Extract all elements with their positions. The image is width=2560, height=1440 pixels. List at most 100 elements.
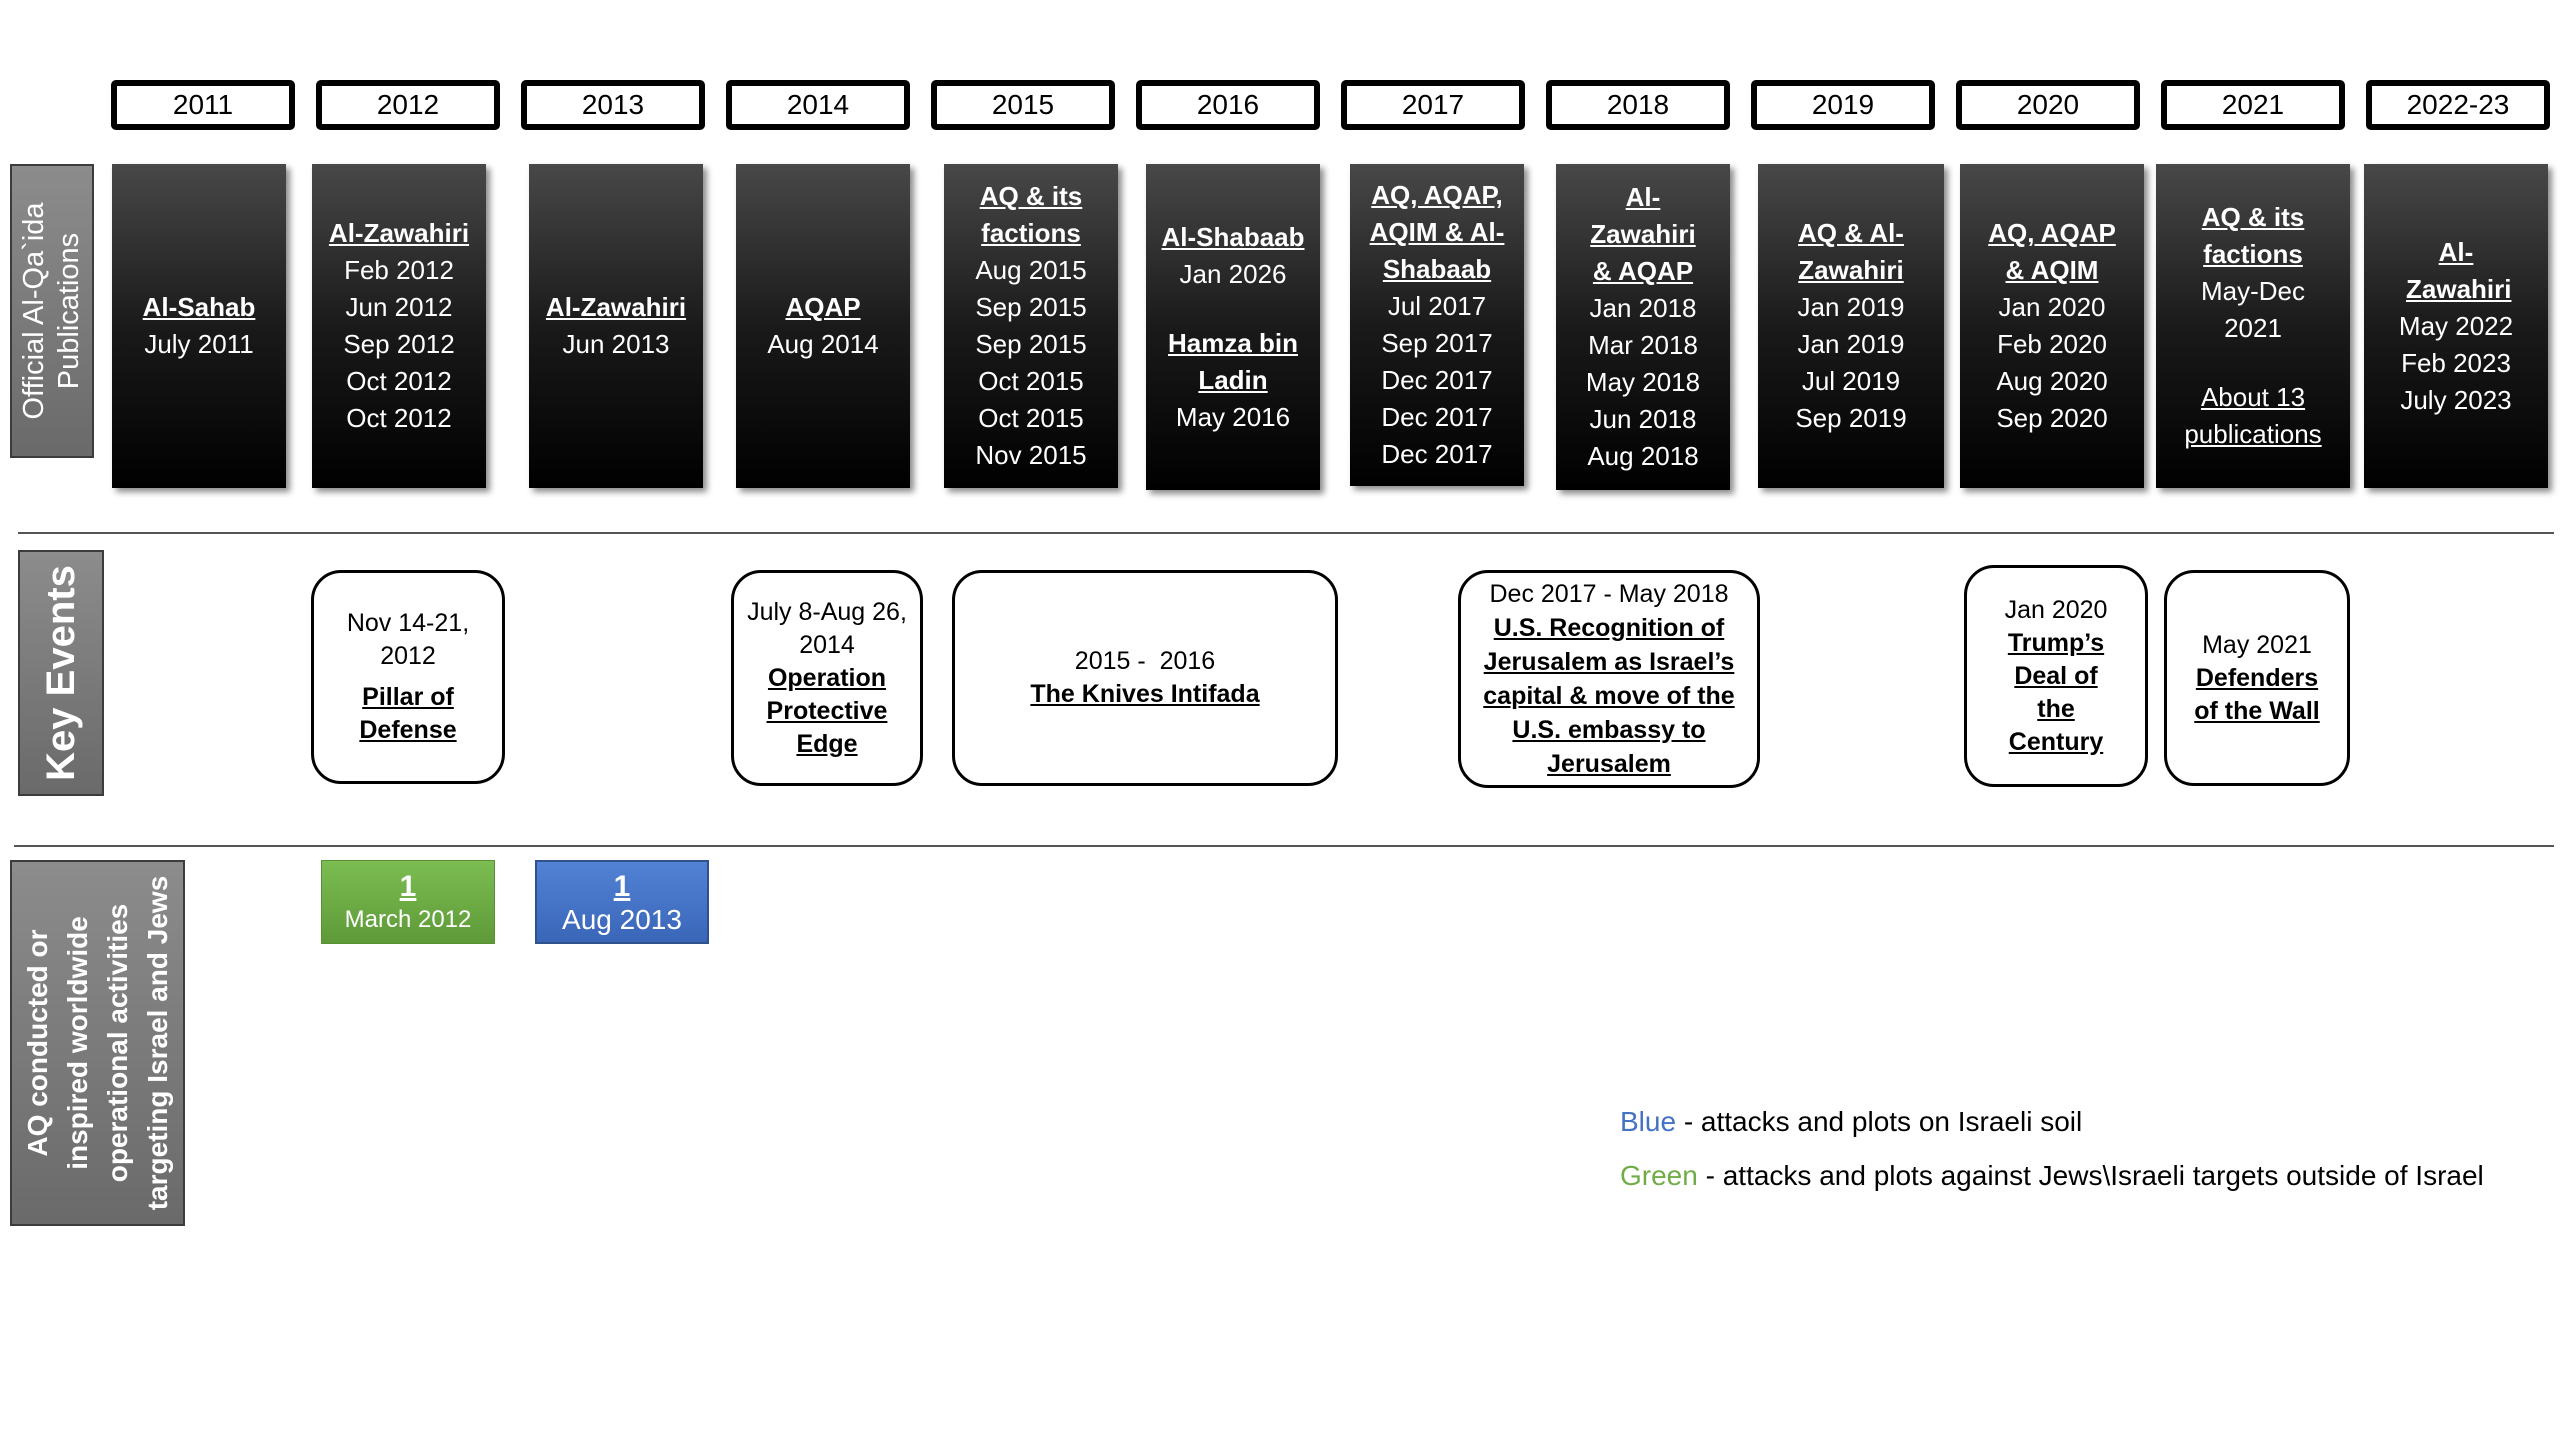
publication-date: Jan 2018	[1589, 293, 1697, 323]
event-title: Defenders of the Wall	[2194, 663, 2320, 725]
publication-date: Jun 2013	[562, 329, 670, 359]
publication-date: May 2016	[1175, 401, 1291, 432]
year-box-2013: 2013	[521, 80, 705, 130]
legend-text: - attacks and plots on Israeli soil	[1676, 1106, 2083, 1137]
publication-title: Al-Sahab	[142, 292, 256, 322]
attack-date: Aug 2013	[562, 904, 682, 935]
row-divider	[18, 532, 2554, 534]
row-label-activities-line2: inspired worldwide	[61, 916, 93, 1170]
publication-date: Jul 2017	[1387, 291, 1487, 321]
publication-title: Al-Shabaab	[1161, 221, 1305, 252]
row-label-publications-line2: Publications	[53, 232, 85, 390]
publication-title-secondary: Hamza bin Ladin	[1167, 327, 1299, 395]
year-box-2015: 2015	[931, 80, 1115, 130]
publication-card-2020: AQ, AQAP & AQIM Jan 2020 Feb 2020 Aug 20…	[1960, 164, 2144, 488]
row-label-activities-line1: AQ conducted or	[21, 929, 53, 1157]
publication-card-2016: Al-Shabaab Jan 2026 Hamza bin Ladin May …	[1146, 164, 1320, 490]
publication-date: Jul 2019	[1801, 366, 1901, 396]
event-us-embassy-jerusalem: Dec 2017 - May 2018 U.S. Recognition of …	[1458, 570, 1760, 788]
publication-date: Dec 2017	[1381, 439, 1493, 469]
event-date: Dec 2017 - May 2018	[1489, 580, 1729, 608]
publication-date: Jan 2026	[1179, 258, 1287, 289]
publication-title: AQ, AQAP & AQIM	[1988, 218, 2116, 285]
event-title: Operation Protective Edge	[766, 663, 888, 758]
attack-date: March 2012	[344, 906, 472, 933]
year-box-2018: 2018	[1546, 80, 1730, 130]
publication-date: July 2011	[144, 329, 254, 359]
publication-title: AQ & Al-Zawahiri	[1798, 218, 1904, 285]
publication-card-2021: AQ & its factions May-Dec 2021 About 13 …	[2156, 164, 2350, 488]
year-box-2021: 2021	[2161, 80, 2345, 130]
year-box-2020: 2020	[1956, 80, 2140, 130]
event-date: Nov 14-21, 2012	[346, 609, 470, 670]
year-box-2012: 2012	[316, 80, 500, 130]
publication-date: Sep 2017	[1381, 328, 1493, 358]
publication-card-2019: AQ & Al-Zawahiri Jan 2019 Jan 2019 Jul 2…	[1758, 164, 1944, 488]
publication-card-2014: AQAP Aug 2014	[736, 164, 910, 488]
publication-date: Sep 2015	[975, 329, 1087, 359]
year-box-2016: 2016	[1136, 80, 1320, 130]
row-label-activities-line3: operational activities	[101, 903, 133, 1183]
publication-card-2012: Al-Zawahiri Feb 2012 Jun 2012 Sep 2012 O…	[312, 164, 486, 488]
publication-card-2018: Al-Zawahiri & AQAP Jan 2018 Mar 2018 May…	[1556, 164, 1730, 490]
event-deal-of-the-century: Jan 2020 Trump’s Deal of the Century	[1964, 565, 2148, 787]
publication-date: Aug 2015	[975, 255, 1087, 285]
publication-card-2011: Al-Sahab July 2011	[112, 164, 286, 488]
publication-date: July 2023	[2400, 384, 2512, 415]
publication-date: Nov 2015	[975, 440, 1087, 470]
legend-item-blue: Blue - attacks and plots on Israeli soil	[1620, 1106, 2082, 1138]
publication-card-2015: AQ & its factions Aug 2015 Sep 2015 Sep …	[944, 164, 1118, 488]
publication-title: AQ & its factions	[979, 181, 1083, 248]
publication-date: May-Dec 2021	[2200, 276, 2305, 343]
row-label-publications: Official Al-Qa`ida Publications	[10, 164, 94, 458]
publication-date: Oct 2015	[978, 366, 1084, 396]
publication-date: Jan 2019	[1797, 292, 1905, 322]
publication-date: Aug 2020	[1996, 366, 2108, 396]
publication-date: May 2022	[2398, 310, 2514, 341]
attack-count: 1	[613, 870, 631, 903]
publication-date: Dec 2017	[1381, 365, 1493, 395]
publication-title: AQ & its factions	[2201, 202, 2305, 269]
publication-date: Feb 2023	[2401, 347, 2511, 378]
event-pillar-of-defense: Nov 14-21, 2012 Pillar of Defense	[311, 570, 505, 784]
legend-text: - attacks and plots against Jews\Israeli…	[1697, 1160, 2484, 1191]
event-date: 2015 - 2016	[1074, 647, 1216, 675]
publication-date: Jun 2012	[345, 292, 453, 322]
event-date: May 2021	[2202, 630, 2312, 659]
row-label-key-events: Key Events	[18, 550, 104, 796]
publication-date: Aug 2014	[767, 329, 879, 359]
publication-title: AQ, AQAP, AQIM & Al-Shabaab	[1369, 180, 1505, 284]
publication-date: Sep 2020	[1996, 403, 2108, 433]
event-operation-protective-edge: July 8-Aug 26, 2014 Operation Protective…	[731, 570, 923, 786]
attack-box-aug-2013: 1 Aug 2013	[535, 860, 709, 944]
event-title: Pillar of Defense	[359, 683, 457, 744]
year-box-2017: 2017	[1341, 80, 1525, 130]
publication-card-2017: AQ, AQAP, AQIM & Al-Shabaab Jul 2017 Sep…	[1350, 164, 1524, 486]
publication-title: AQAP	[785, 292, 861, 322]
publication-date: Sep 2012	[343, 329, 455, 359]
publication-note: About 13 publications	[2184, 382, 2322, 449]
attack-box-march-2012: 1 March 2012	[321, 860, 495, 944]
row-divider	[14, 845, 2554, 847]
publication-date: Aug 2018	[1587, 441, 1699, 471]
event-knives-intifada: 2015 - 2016 The Knives Intifada	[952, 570, 1338, 786]
row-label-activities-line4: targeting Israel and Jews	[141, 875, 173, 1211]
publication-card-2022-23: Al-Zawahiri May 2022 Feb 2023 July 2023	[2364, 164, 2548, 488]
row-label-operational-activities: AQ conducted or inspired worldwide opera…	[10, 860, 185, 1226]
publication-date: Oct 2012	[346, 366, 452, 396]
legend-color-word: Green	[1620, 1160, 1698, 1191]
publication-date: Oct 2012	[346, 403, 452, 433]
year-box-2022-23: 2022-23	[2366, 80, 2550, 130]
publication-title: Al-Zawahiri & AQAP	[1590, 182, 1696, 286]
event-defenders-of-the-wall: May 2021 Defenders of the Wall	[2164, 570, 2350, 786]
legend-item-green: Green - attacks and plots against Jews\I…	[1620, 1160, 2484, 1192]
publication-date: Jan 2019	[1797, 329, 1905, 359]
publication-date: Oct 2015	[978, 403, 1084, 433]
publication-date: Dec 2017	[1381, 402, 1493, 432]
row-label-publications-line1: Official Al-Qa`ida	[18, 202, 51, 420]
publication-date: Feb 2012	[344, 255, 454, 285]
publication-date: Jun 2018	[1589, 404, 1697, 434]
publication-date: Sep 2015	[975, 292, 1087, 322]
event-title: Trump’s Deal of the Century	[2007, 628, 2105, 756]
row-label-key-events-text: Key Events	[39, 565, 83, 781]
